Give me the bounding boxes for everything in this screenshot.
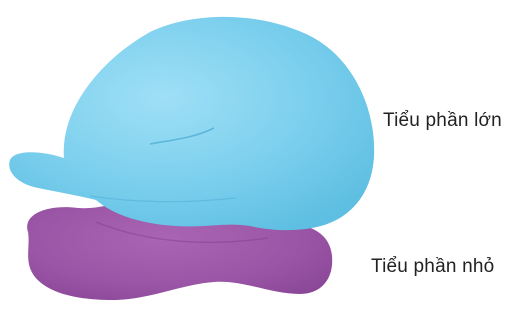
large-subunit-shape — [9, 17, 374, 230]
large-subunit-label: Tiểu phần lớn — [383, 110, 502, 132]
small-subunit-label: Tiểu phần nhỏ — [371, 256, 494, 278]
